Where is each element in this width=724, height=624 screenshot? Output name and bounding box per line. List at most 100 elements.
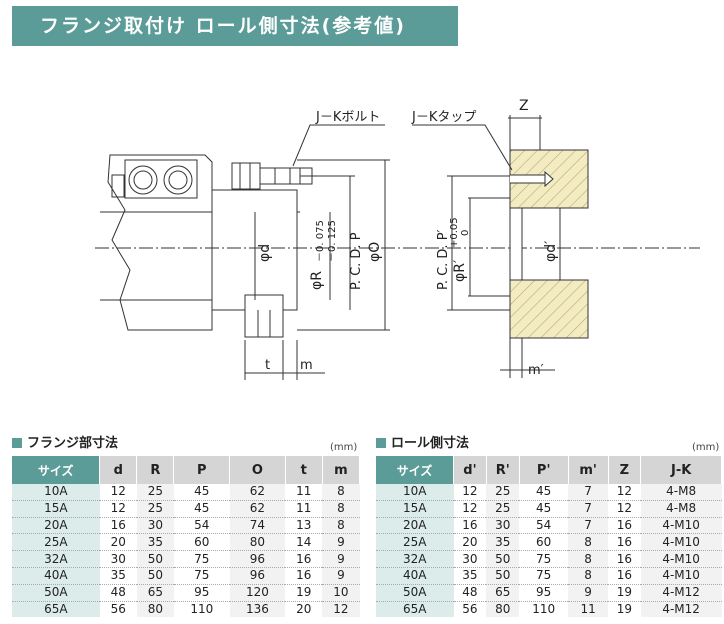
table-cell: 110	[532, 601, 556, 616]
column-header: Z	[608, 456, 642, 484]
column-header: O	[229, 456, 286, 484]
table-cell: 25	[136, 500, 174, 518]
table-cell: 10A	[376, 484, 454, 501]
table-cell: 11	[285, 484, 323, 501]
table-cell: 50	[486, 567, 520, 585]
table-cell: 62	[229, 500, 286, 518]
table-cell: 32A	[376, 550, 454, 568]
table-cell: 4-M8	[640, 484, 722, 501]
table-cell: 75	[173, 567, 230, 585]
table-cell: 9	[322, 550, 360, 568]
table-cell: 96	[229, 550, 286, 568]
phi-o-label: φO	[367, 242, 383, 262]
table-cell: 4-M10	[640, 533, 722, 552]
square-bullet-icon	[12, 438, 22, 448]
roll-table-title: ロール側寸法	[376, 432, 469, 451]
table-cell: 4-M8	[640, 500, 722, 518]
table-cell: 136	[229, 601, 286, 618]
r2-tol-lower: 0	[460, 230, 471, 236]
phi-r2-label: φR′	[452, 260, 468, 282]
r2-tol-upper: +0.05	[449, 217, 460, 248]
phi-d2-label: φd′	[543, 241, 559, 262]
table-cell: 19	[616, 601, 633, 616]
table-cell: 62	[229, 484, 286, 501]
table-cell: 20	[99, 533, 137, 552]
table-cell: 16	[285, 567, 323, 585]
table-cell: 10	[322, 584, 360, 602]
table-cell: 50A	[376, 584, 454, 602]
table-cell: 65A	[376, 601, 454, 618]
table-cell: 35	[486, 533, 520, 552]
flange-table-title: フランジ部寸法	[12, 432, 118, 451]
table-cell: 12	[453, 500, 487, 518]
table-cell: 95	[173, 584, 230, 602]
table-cell: 65	[136, 584, 174, 602]
column-header: d'	[453, 456, 487, 484]
table-cell: 45	[519, 484, 569, 501]
table-cell: 12	[453, 484, 487, 501]
table-cell: 16	[99, 517, 137, 535]
jk-bolt	[231, 162, 261, 190]
column-header: t	[285, 456, 323, 484]
square-bullet-icon	[376, 438, 386, 448]
table-cell: 25	[486, 500, 520, 518]
z-label: Z	[519, 98, 529, 114]
table-cell: 50	[136, 550, 174, 568]
table-cell: 11	[568, 601, 608, 618]
table-cell: 40A	[12, 567, 100, 585]
table-cell: 12	[99, 500, 137, 518]
table-cell: 56	[462, 601, 478, 616]
column-header: m'	[568, 456, 609, 484]
table-cell: 50A	[12, 584, 100, 602]
table-cell: 60	[519, 533, 569, 552]
column-header: m	[322, 456, 361, 484]
jk-bolt-label: J－Kボルト	[315, 110, 380, 125]
table-cell: 15A	[376, 500, 454, 518]
table-cell: 7	[568, 517, 608, 535]
pcd-p-label: P. C. D. P	[349, 232, 364, 290]
table-cell: 8	[322, 517, 360, 535]
table-cell: 20	[453, 533, 487, 552]
table-cell: 12	[99, 484, 137, 501]
column-header: P'	[519, 456, 569, 484]
table-cell: 12	[322, 601, 360, 618]
table-cell: 32A	[12, 550, 100, 568]
column-header: サイズ	[376, 456, 455, 484]
table-cell: 80	[136, 601, 174, 618]
table-cell: 16	[608, 517, 641, 535]
table-cell: 30	[453, 550, 487, 568]
table-cell: 54	[519, 517, 569, 535]
table-cell: 25A	[376, 533, 454, 552]
pcd-p2-label: P. C. D. P′	[436, 229, 451, 290]
m-label: m	[300, 358, 313, 373]
table-cell: 45	[173, 500, 230, 518]
table-cell: 95	[519, 584, 569, 602]
table-cell: 45	[519, 500, 569, 518]
table-cell: 20	[296, 601, 312, 616]
table-cell: 120	[229, 584, 286, 602]
table-cell: 8	[322, 484, 360, 501]
roll-lower-hatch	[509, 279, 589, 339]
r-tol-upper: －0. 075	[315, 220, 326, 262]
jk-tap-label: J－Kタップ	[411, 110, 476, 125]
column-header: P	[173, 456, 231, 484]
table-cell: 48	[453, 584, 487, 602]
table-cell: 25	[486, 484, 520, 501]
phi-d-label: φd	[257, 244, 273, 262]
table-cell: 30	[486, 517, 520, 535]
table-cell: 30	[99, 550, 137, 568]
table-cell: 9	[568, 584, 608, 602]
